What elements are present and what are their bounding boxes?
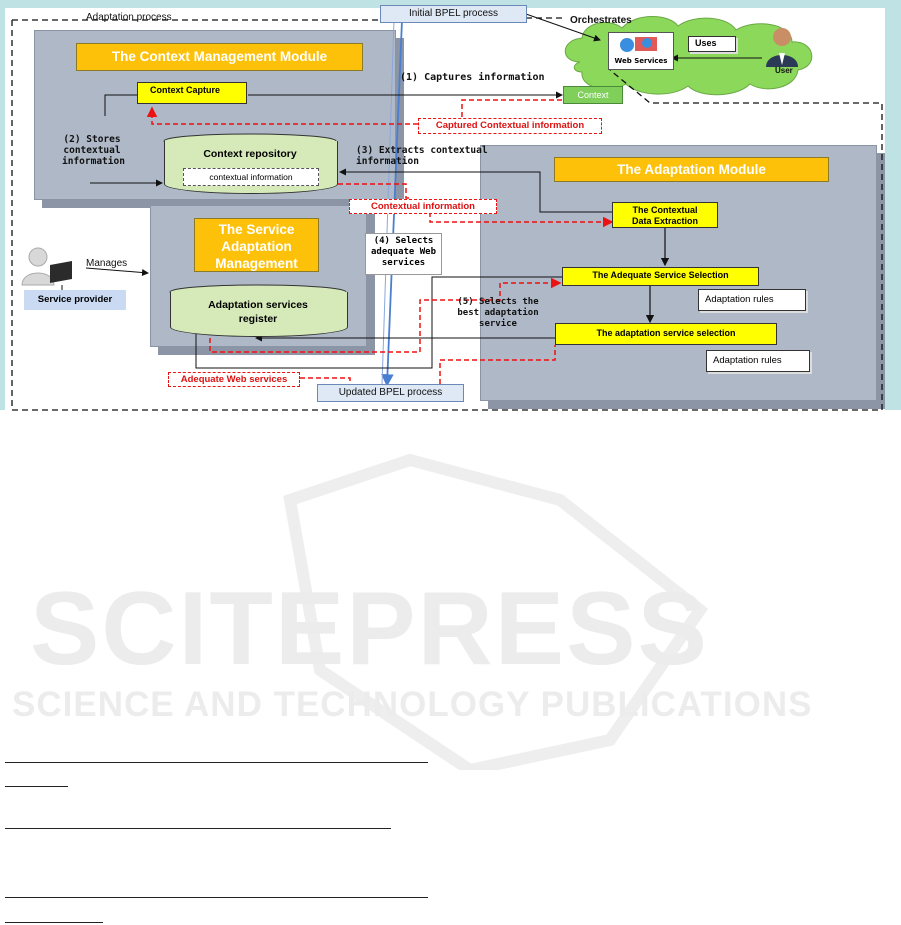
extracts-line-1: (3) Extracts contextual <box>356 145 488 156</box>
register-line-1: Adaptation services <box>208 299 308 311</box>
watermark-sub: SCIENCE AND TECHNOLOGY PUBLICATIONS <box>12 685 813 724</box>
data-extraction-line-2: Data Extraction <box>631 216 699 226</box>
blank-line <box>5 762 428 763</box>
selects-adequate-label: (4) Selects adequate Web services <box>365 233 442 275</box>
blank-line <box>5 897 428 898</box>
adaptation-service-selection-box: The adaptation service selection <box>555 323 777 345</box>
selects-adequate-line-2: adequate Web <box>370 247 437 257</box>
updated-bpel-box: Updated BPEL process <box>317 384 464 402</box>
data-extraction-line-1: The Contextual <box>632 205 698 215</box>
manages-label: Manages <box>86 258 128 269</box>
adaptation-module-header: The Adaptation Module <box>554 157 829 182</box>
user-icon-graphic <box>766 28 798 67</box>
right-bar <box>885 0 901 410</box>
user-icon <box>762 25 802 67</box>
selects-best-line-2: best adaptation <box>457 308 539 318</box>
contextual-information-box: contextual information <box>183 168 319 186</box>
context-repository-label: Context repository <box>203 148 297 160</box>
orchestrates-label: Orchestrates <box>570 15 632 26</box>
web-services-icon-graphic <box>620 37 657 52</box>
context-box: Context <box>563 86 623 104</box>
web-services-icon: Web Services <box>608 32 674 70</box>
stores-contextual-label: (2) Stores contextual information <box>62 134 125 167</box>
adequate-web-services-label: Adequate Web services <box>168 372 300 387</box>
user-label: User <box>775 66 793 75</box>
selects-best-label: (5) Selects the best adaptation service <box>448 297 548 330</box>
sam-line-1: The Service <box>218 222 295 237</box>
sam-line-3: Management <box>215 256 298 271</box>
adequate-service-selection-box: The Adequate Service Selection <box>562 267 759 286</box>
selects-best-line-1: (5) Selects the <box>457 297 539 307</box>
extracts-line-2: information <box>356 156 419 167</box>
captured-contextual-info-box: Captured Contextual information <box>418 118 602 134</box>
captures-information-label: (1) Captures information <box>400 72 545 83</box>
service-provider-icon-graphic <box>21 247 72 286</box>
top-strip <box>0 0 901 8</box>
blank-line <box>5 828 391 829</box>
contextual-information-flow-label: Contextual information <box>349 199 497 214</box>
blank-line <box>5 786 68 787</box>
web-services-label: Web Services <box>614 57 668 65</box>
initial-bpel-box: Initial BPEL process <box>380 5 527 23</box>
adaptation-services-register <box>170 292 348 337</box>
selects-best-line-3: service <box>479 319 517 329</box>
stores-line-2: contextual <box>63 145 121 156</box>
adaptation-process-label: Adaptation process <box>86 12 172 23</box>
blank-line <box>5 922 103 923</box>
service-adaptation-header: The Service Adaptation Management <box>194 218 319 272</box>
watermark: SCITEPRESS SCIENCE AND TECHNOLOGY PUBLIC… <box>0 440 901 770</box>
stores-line-1: (2) Stores <box>63 134 121 145</box>
register-line-2: register <box>238 313 278 325</box>
service-provider-icon <box>20 245 78 287</box>
stores-line-3: information <box>62 156 125 167</box>
sam-line-2: Adaptation <box>221 239 292 254</box>
context-management-header: The Context Management Module <box>76 43 363 71</box>
adaptation-rules-2: Adaptation rules <box>706 350 810 372</box>
adaptation-rules-1: Adaptation rules <box>698 289 806 311</box>
service-provider-label: Service provider <box>24 290 126 310</box>
left-bar <box>0 0 5 410</box>
adaptation-diagram: Adaptation process Initial BPEL process … <box>0 0 901 415</box>
watermark-main: SCITEPRESS <box>30 571 709 687</box>
adaptation-services-register-label: Adaptation services register <box>170 298 346 326</box>
uses-label: Uses <box>688 36 736 52</box>
extracts-contextual-label: (3) Extracts contextual information <box>356 145 488 167</box>
selects-adequate-line-1: (4) Selects <box>373 236 434 246</box>
watermark-logo-shape <box>283 453 709 770</box>
contextual-data-extraction-box: The Contextual Data Extraction <box>612 202 718 228</box>
selects-adequate-line-3: services <box>381 258 426 268</box>
context-capture-box: Context Capture <box>137 82 247 104</box>
